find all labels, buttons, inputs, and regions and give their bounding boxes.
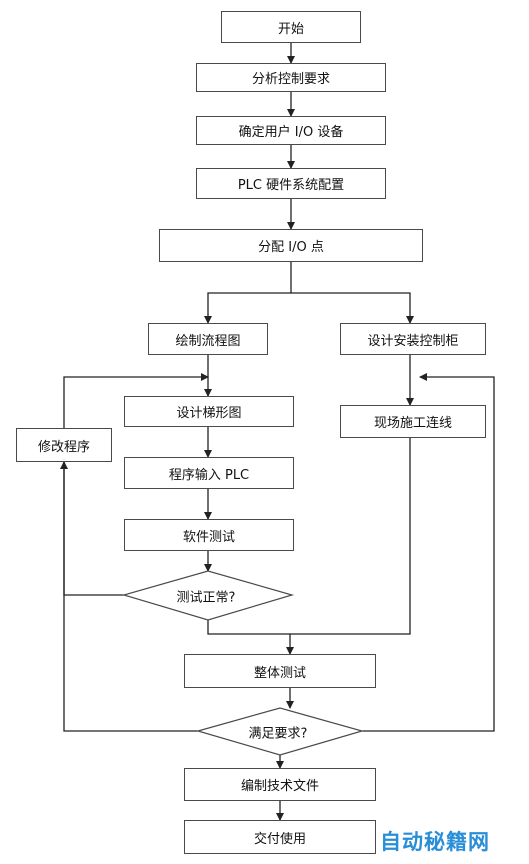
- watermark-logo: 自动秘籍网: [380, 830, 490, 854]
- node-design-cabinet: 设计安装控制柜: [340, 323, 486, 355]
- node-io-devices: 确定用户 I/O 设备: [196, 116, 386, 145]
- edge-modify-loop: [63, 373, 209, 428]
- edge-decision-modify: [60, 461, 124, 596]
- edge-satisfy-no-left: [63, 462, 198, 732]
- edge-decision-overall: [207, 620, 294, 655]
- node-deliver: 交付使用: [184, 820, 376, 854]
- edge-assign-cabinet: [291, 292, 414, 324]
- decision-diamond-test: [121, 570, 295, 621]
- node-assign-io: 分配 I/O 点: [159, 229, 423, 262]
- node-draw-flowchart: 绘制流程图: [148, 323, 268, 355]
- decision-label-satisfy: 满足要求?: [248, 726, 308, 742]
- node-software-test: 软件测试: [124, 519, 294, 551]
- node-start: 开始: [221, 11, 361, 43]
- node-overall-test: 整体测试: [184, 654, 376, 688]
- node-analyze-requirements: 分析控制要求: [196, 63, 386, 92]
- node-modify-program: 修改程序: [16, 428, 112, 462]
- edge-satisfy-no-right: [362, 373, 495, 732]
- decision-diamond-satisfy: [195, 707, 365, 756]
- node-input-plc: 程序输入 PLC: [124, 457, 294, 489]
- decision-label-test-ok: 测试正常?: [176, 590, 236, 606]
- edge-assign-split: [204, 262, 292, 324]
- node-design-ladder: 设计梯形图: [124, 396, 294, 427]
- node-onsite-wiring: 现场施工连线: [340, 405, 486, 438]
- node-plc-hardware: PLC 硬件系统配置: [196, 168, 386, 199]
- node-tech-docs: 编制技术文件: [184, 768, 376, 801]
- edge-onsite-join: [290, 438, 411, 635]
